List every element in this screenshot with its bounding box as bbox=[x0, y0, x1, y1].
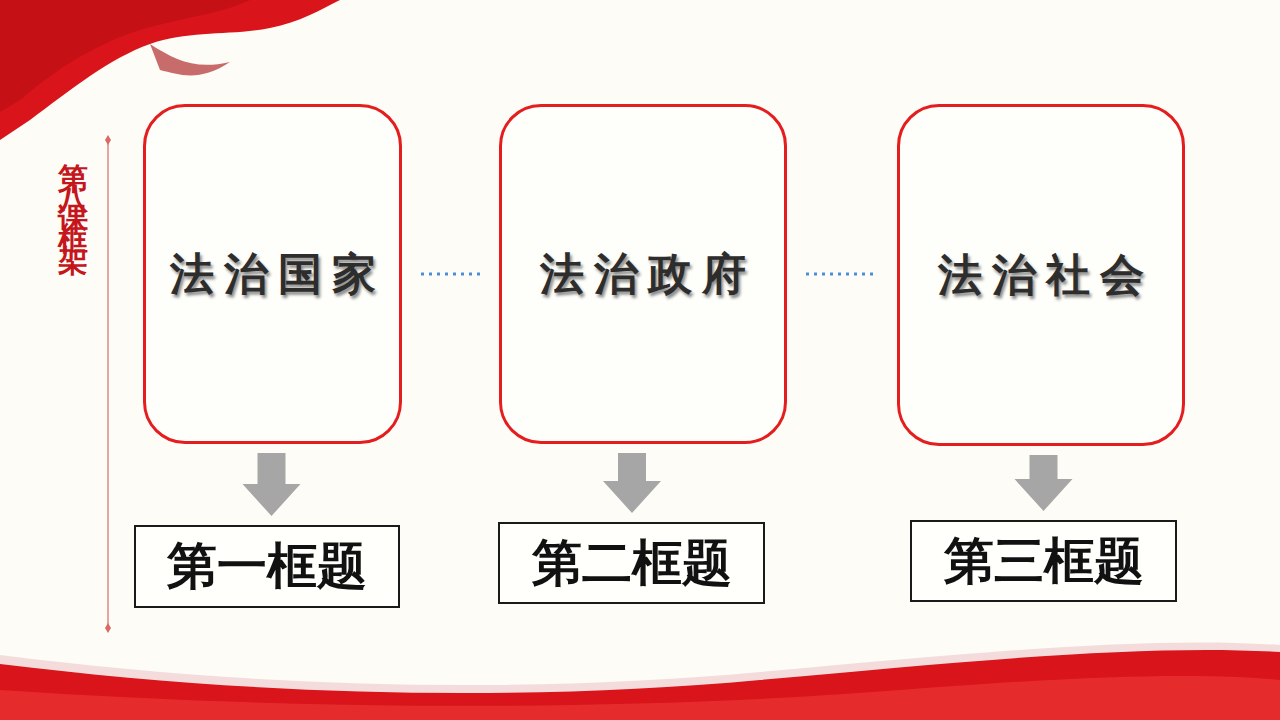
node-label: 第一框题 bbox=[167, 533, 367, 600]
divider-end bbox=[105, 135, 111, 145]
ribbon-shade bbox=[0, 0, 250, 112]
divider-end bbox=[105, 623, 111, 633]
block-arrow bbox=[603, 453, 661, 513]
section-box: 第三框题 bbox=[910, 520, 1177, 602]
topic-box: 法治国家 bbox=[143, 104, 402, 444]
topic-box: 法治社会 bbox=[897, 104, 1185, 446]
vertical-title: 第八课框架 bbox=[52, 140, 93, 240]
topic-box: 法治政府 bbox=[499, 104, 787, 444]
divider-line bbox=[107, 140, 108, 628]
section-box: 第二框题 bbox=[498, 522, 765, 604]
dotted-connector bbox=[806, 273, 878, 276]
node-label: 第三框题 bbox=[944, 528, 1144, 595]
ribbon-fold bbox=[150, 44, 230, 75]
node-label: 法治社会 bbox=[928, 246, 1154, 305]
bottom-wave-top bbox=[0, 642, 1280, 693]
node-label: 第二框题 bbox=[532, 530, 732, 597]
dotted-connector bbox=[421, 273, 480, 276]
node-label: 法治国家 bbox=[160, 245, 386, 304]
block-arrow bbox=[243, 453, 301, 516]
block-arrow bbox=[1015, 455, 1073, 511]
section-box: 第一框题 bbox=[134, 525, 400, 608]
node-label: 法治政府 bbox=[530, 245, 756, 304]
